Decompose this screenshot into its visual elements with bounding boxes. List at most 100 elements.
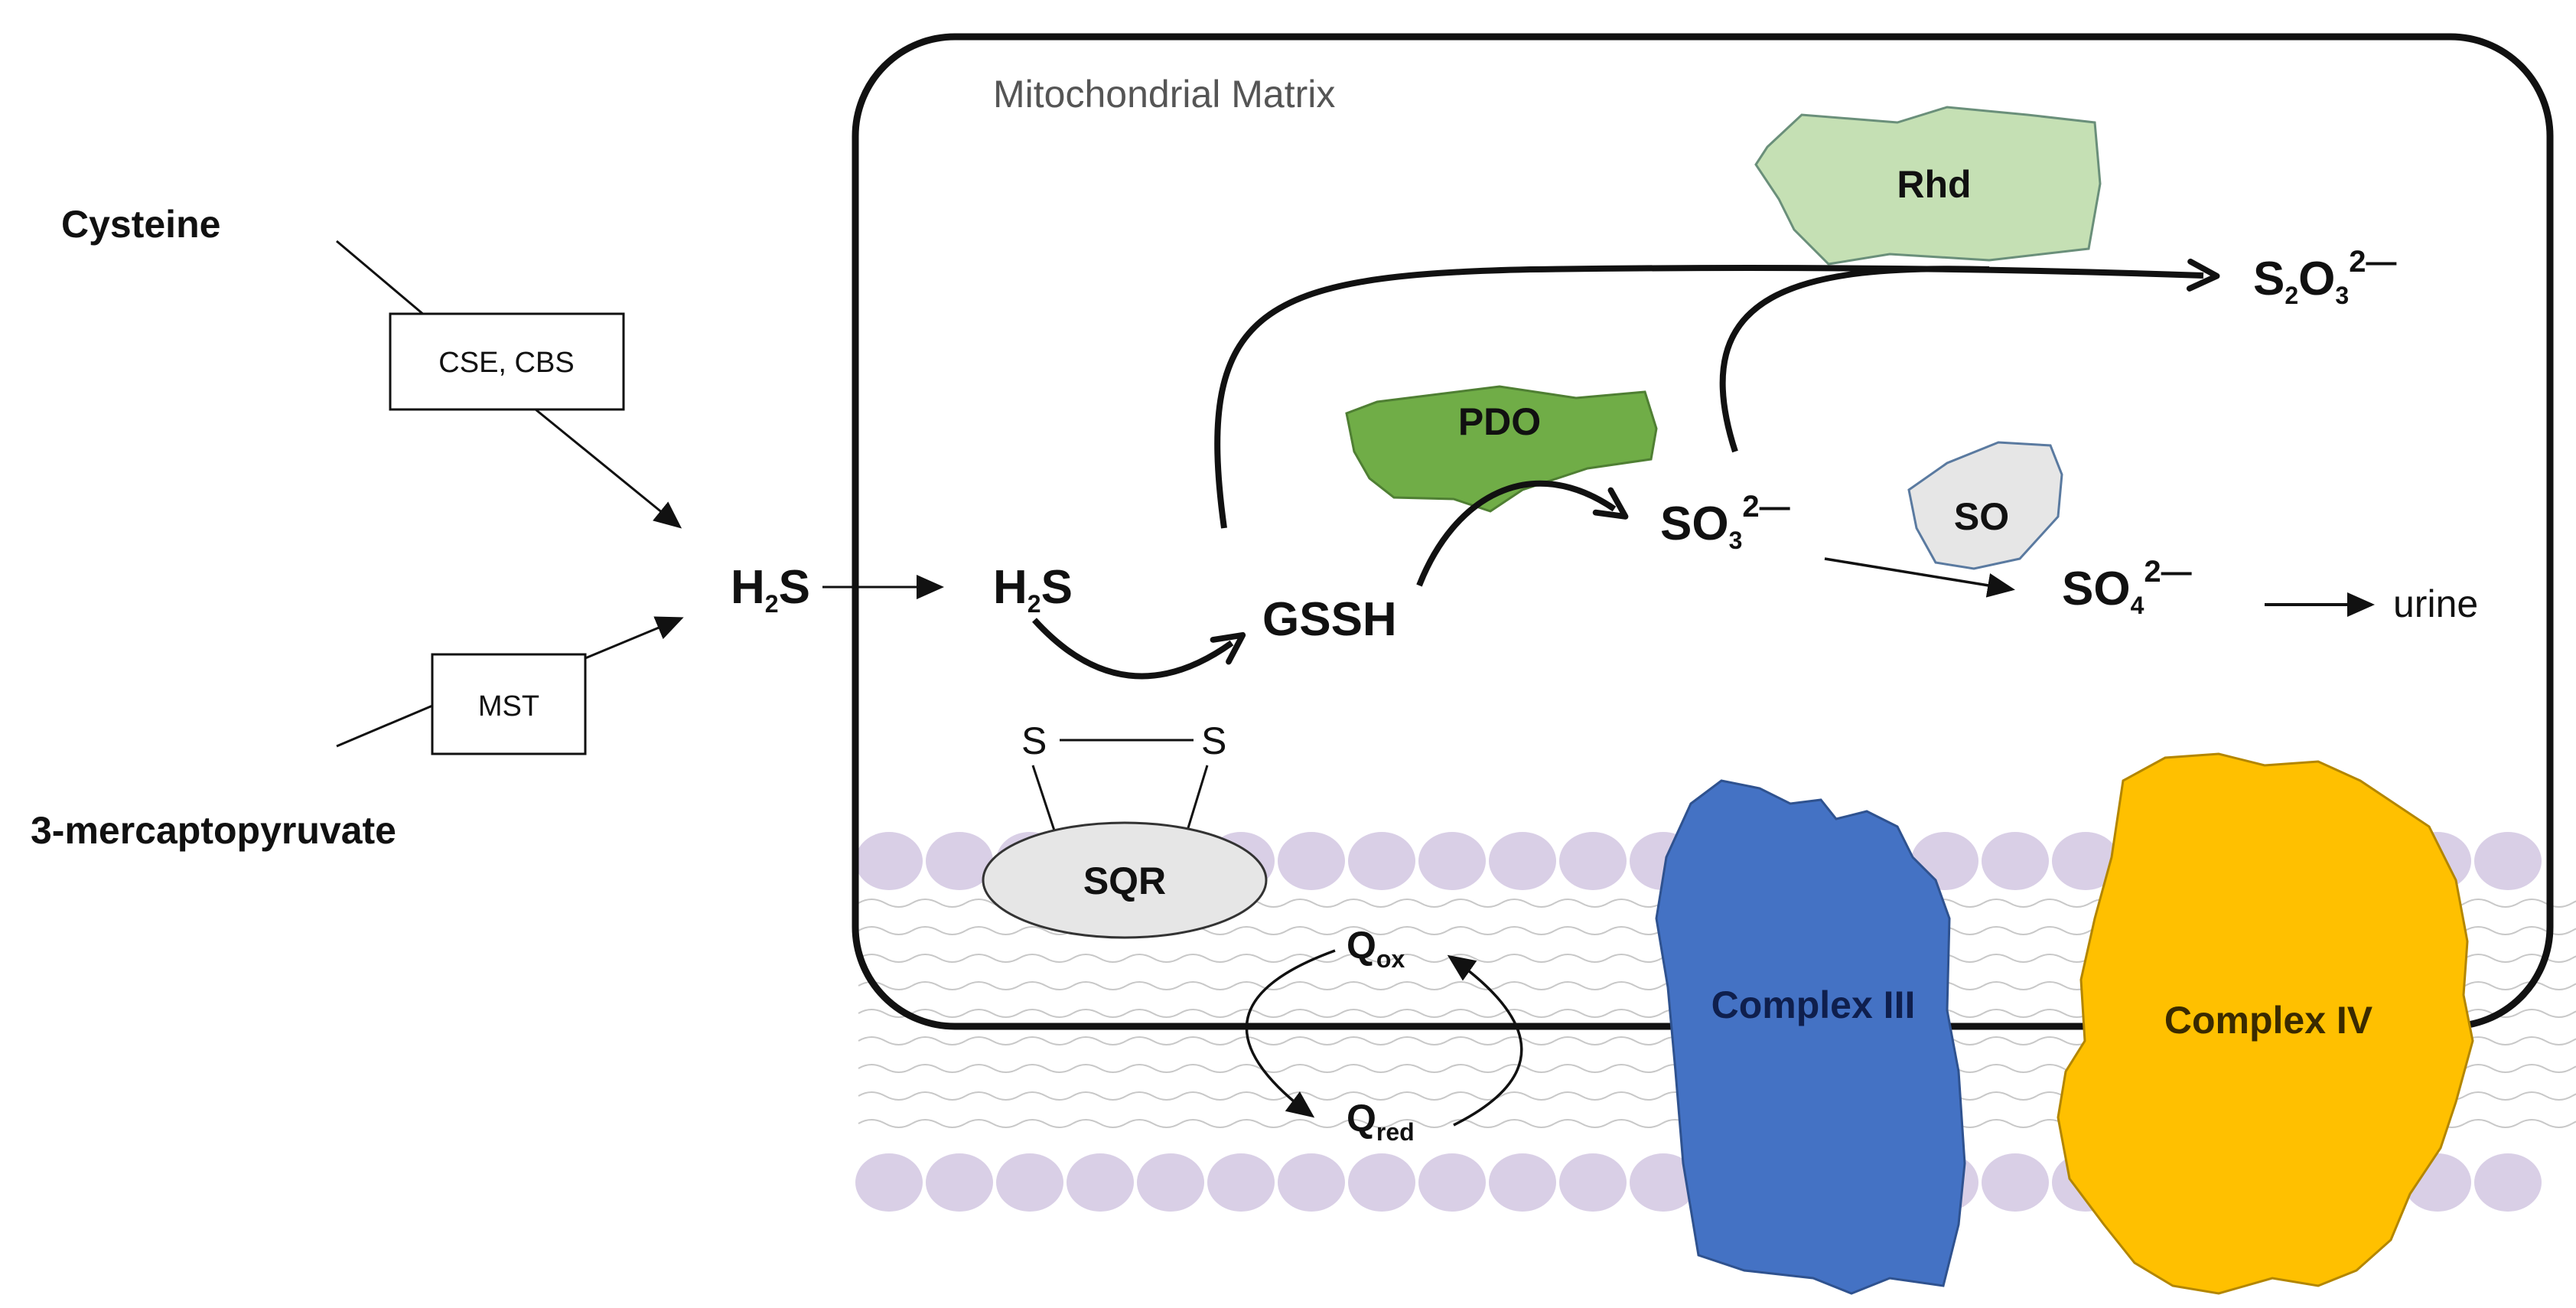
lipid-head: [1278, 1153, 1345, 1212]
lipid-tail: [1554, 1064, 1609, 1073]
lipid-tail: [911, 1064, 966, 1073]
lipid-tail: [1982, 1064, 2037, 1073]
lipid-tail: [2464, 981, 2519, 990]
rhd-label: Rhd: [1897, 163, 1971, 206]
lipid-tail: [911, 954, 966, 963]
complex-iv-label: Complex IV: [2164, 999, 2373, 1042]
lipid-tail: [858, 899, 913, 908]
lipid-tail: [2518, 1009, 2573, 1018]
complex-iii: [1655, 779, 1966, 1295]
lipid-tail: [1072, 981, 1127, 990]
lipid-tail: [1500, 954, 1555, 963]
lipid-tail: [1982, 1119, 2037, 1128]
lipid-tail: [1607, 1009, 1663, 1018]
lipid-tail: [2518, 1036, 2573, 1045]
lipid-tail: [911, 981, 966, 990]
sqr-arrow: [1032, 618, 1246, 680]
lipid-tail: [1500, 926, 1555, 935]
lipid-tail: [1125, 1064, 1181, 1073]
lipid-tail: [2571, 1010, 2576, 1014]
lipid-tail: [2571, 983, 2576, 987]
quinone-oxidation-arrow: [1447, 954, 1523, 1127]
lipid-head: [1630, 1153, 1697, 1212]
lipid-tail: [1233, 1064, 1288, 1073]
lipid-head: [855, 832, 923, 890]
lipid-tail: [2518, 1091, 2573, 1101]
h2s-inside: H2S: [993, 561, 1073, 618]
lipid-tail: [1554, 1119, 1609, 1128]
lipid-tail: [1286, 1009, 1341, 1018]
lipid-tail: [1018, 981, 1073, 990]
lipid-head: [1418, 832, 1486, 890]
lipid-tail: [965, 1119, 1020, 1128]
lipid-tail: [2518, 926, 2573, 935]
lipid-tail: [1179, 1036, 1234, 1045]
lipid-tail: [1607, 1036, 1663, 1045]
lipid-tail: [1018, 1091, 1073, 1101]
lipid-tail: [1340, 1009, 1395, 1018]
rhd-enzyme: [1754, 106, 2102, 266]
lipid-tail: [1286, 1036, 1341, 1045]
lipid-tail: [1447, 1119, 1502, 1128]
lipid-tail: [2464, 1119, 2519, 1128]
lipid-tail: [1233, 1091, 1288, 1101]
lipid-tail: [1125, 1091, 1181, 1101]
lipid-tail: [2464, 1009, 2519, 1018]
lipid-tail: [1500, 981, 1555, 990]
lipid-tail: [2571, 955, 2576, 959]
lipid-tail: [1233, 1009, 1288, 1018]
lipid-tail: [1393, 1036, 1448, 1045]
lipid-tail: [1233, 926, 1288, 935]
lipid-tail: [1393, 1091, 1448, 1101]
lipid-head: [855, 1153, 923, 1212]
q-red: Qred: [1347, 1097, 1415, 1146]
lipid-tail: [1447, 926, 1502, 935]
lipid-tail: [1393, 954, 1448, 963]
lipid-head: [1207, 1153, 1275, 1212]
matrix-label: Mitochondrial Matrix: [993, 73, 1335, 116]
lipid-tail: [1982, 899, 2037, 908]
lipid-tail: [1179, 981, 1234, 990]
gssh-to-sulfite-arrow: [1416, 480, 1629, 587]
lipid-tail: [1447, 1064, 1502, 1073]
lipid-tail: [965, 926, 1020, 935]
lipid-tail: [1982, 926, 2037, 935]
lipid-tail: [1500, 1119, 1555, 1128]
sqr-label: SQR: [1083, 859, 1166, 902]
pdo-enzyme: [1345, 385, 1658, 513]
lipid-tail: [1554, 981, 1609, 990]
lipid-tail: [1500, 1064, 1555, 1073]
cse-cbs-label: CSE, CBS: [438, 347, 574, 379]
lipid-tail: [1179, 1064, 1234, 1073]
lipid-tail: [1500, 899, 1555, 908]
lipid-tail: [911, 899, 966, 908]
lipid-tail: [1179, 954, 1234, 963]
sqr-link-right: [1186, 765, 1209, 831]
sulfate: SO42—: [2062, 555, 2192, 619]
lipid-tail: [1072, 954, 1127, 963]
lipid-tail: [1286, 899, 1341, 908]
lipid-tail: [1340, 926, 1395, 935]
lipid-tail: [858, 954, 913, 963]
lipid-tail: [1072, 1064, 1127, 1073]
lipid-tail: [1018, 1009, 1073, 1018]
lipid-head: [1348, 832, 1415, 890]
lipid-tail: [1447, 1036, 1502, 1045]
lipid-tail: [1607, 1119, 1663, 1128]
lipid-tail: [1018, 954, 1073, 963]
lipid-tail: [1286, 926, 1341, 935]
lipid-tail: [1286, 1119, 1341, 1128]
lipid-head: [1559, 1153, 1627, 1212]
lipid-tail: [1607, 1064, 1663, 1073]
sqr-link-left: [1031, 765, 1056, 831]
lipid-tail: [1500, 1091, 1555, 1101]
lipid-tail: [1607, 981, 1663, 990]
lipid-tail: [1393, 1119, 1448, 1128]
lipid-tail: [965, 1064, 1020, 1073]
mst-box: [431, 653, 587, 755]
lipid-tail: [1340, 1091, 1395, 1101]
lipid-head: [926, 832, 993, 890]
lipid-tail: [858, 1119, 913, 1128]
lipid-tail: [1072, 1119, 1127, 1128]
complex-iii-label: Complex III: [1711, 983, 1916, 1026]
